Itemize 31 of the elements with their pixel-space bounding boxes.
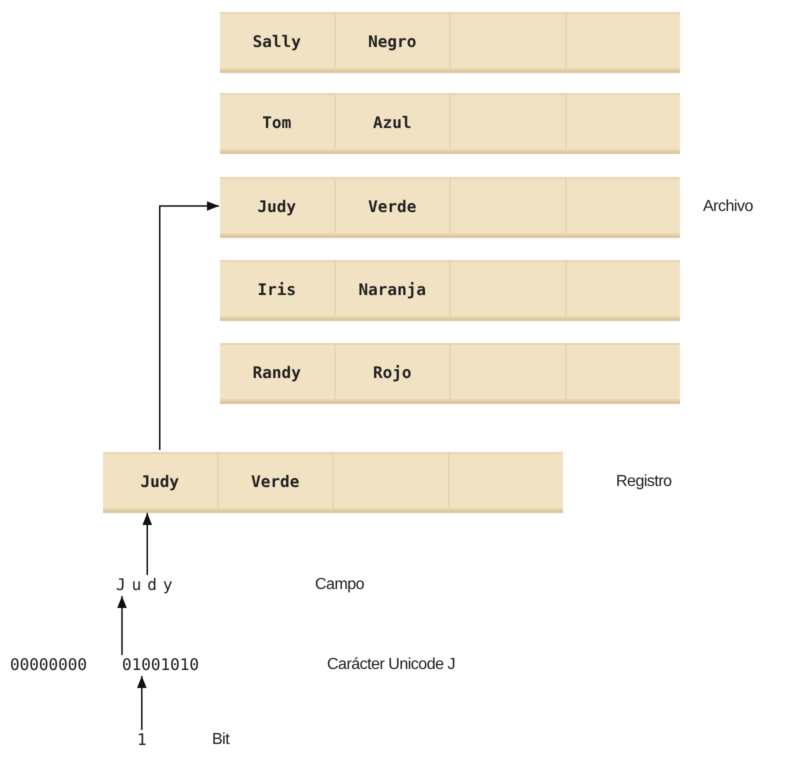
word-text: Judy <box>116 577 179 593</box>
record-bar <box>220 12 680 70</box>
level-label: Bit <box>212 732 230 748</box>
field-cell: Iris <box>220 262 334 316</box>
field-cell: Verde <box>218 454 332 508</box>
level-label: Registro <box>616 474 672 490</box>
level-label: Carácter Unicode J <box>327 657 455 673</box>
field-cell: Azul <box>336 95 449 149</box>
field-cell: Randy <box>220 345 334 399</box>
field-cell: Verde <box>336 179 449 233</box>
arrow <box>117 596 127 655</box>
field-cell: Rojo <box>336 345 449 399</box>
level-label: Archivo <box>703 199 753 215</box>
field-cell: Judy <box>220 179 334 233</box>
field-cell: Naranja <box>336 262 449 316</box>
arrow <box>137 676 147 730</box>
arrow <box>159 201 219 450</box>
binary-text: 00000000 <box>10 657 88 673</box>
field-cell: Judy <box>103 454 216 508</box>
record-bar <box>220 343 680 401</box>
field-cell: Sally <box>220 14 334 68</box>
arrow <box>142 513 152 575</box>
record-bar <box>220 260 680 318</box>
record-bar <box>220 93 680 151</box>
binary-text: 01001010 <box>122 657 200 673</box>
record-bar <box>220 177 680 235</box>
record-bar <box>103 452 563 510</box>
bit-text: 1 <box>137 732 147 748</box>
field-cell: Tom <box>220 95 334 149</box>
level-label: Campo <box>315 577 364 593</box>
field-cell: Negro <box>336 14 449 68</box>
